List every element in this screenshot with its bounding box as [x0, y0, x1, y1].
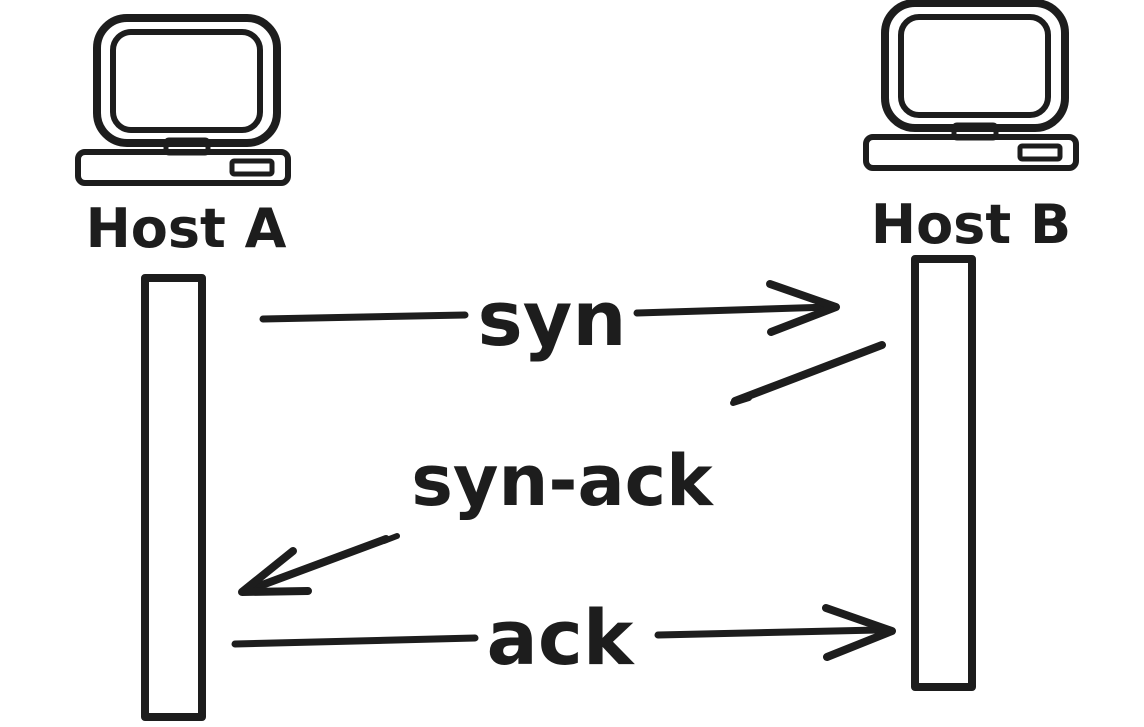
- message-syn-ack: syn-ack: [238, 341, 886, 596]
- lifeline-host-b: [911, 255, 976, 691]
- syn-ack-arrow-shaft-lower: [242, 535, 390, 595]
- ack-arrow-shaft-right: [654, 626, 882, 639]
- message-label-ack: ack: [487, 593, 635, 682]
- actor-host-a: Host A: [78, 18, 288, 721]
- message-label-syn: syn: [478, 274, 627, 363]
- pen-tick: [730, 395, 752, 406]
- message-label-syn-ack: syn-ack: [411, 440, 714, 522]
- computer-icon: [866, 3, 1076, 168]
- computer-icon: [78, 18, 288, 183]
- actor-label-host-b: Host B: [871, 193, 1071, 256]
- arrowhead-right-icon: [822, 604, 896, 661]
- syn-arrow-shaft-left: [259, 311, 469, 323]
- message-ack: ack: [231, 593, 896, 682]
- lifeline-host-a: [141, 274, 206, 721]
- syn-arrow-shaft-right: [633, 303, 834, 317]
- actor-label-host-a: Host A: [86, 197, 287, 260]
- message-syn: syn: [259, 274, 840, 363]
- actor-host-b: Host B: [866, 3, 1076, 691]
- arrowhead-right-icon: [766, 280, 840, 336]
- ack-arrow-shaft-left: [231, 634, 479, 648]
- arrowhead-left-icon: [238, 547, 312, 596]
- syn-ack-arrow-shaft-upper: [731, 341, 886, 405]
